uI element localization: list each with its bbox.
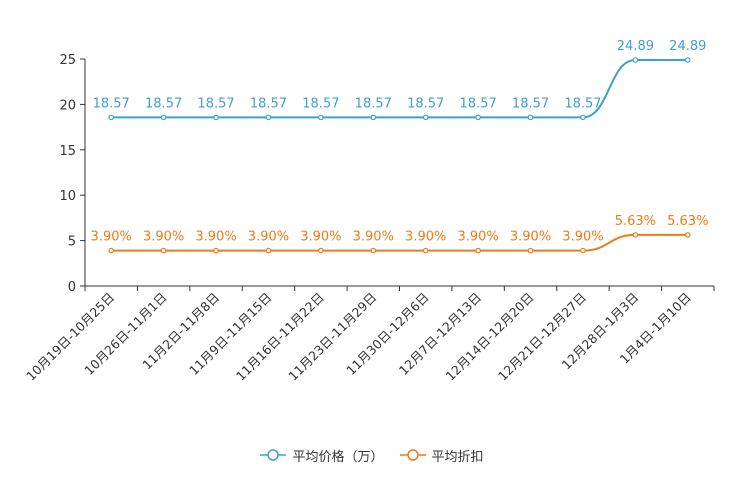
data-label: 18.57 — [407, 96, 444, 111]
y-tick-label: 10 — [59, 189, 76, 204]
data-point — [160, 247, 167, 254]
plot-area: 18.57 18.57 18.57 18.57 18.57 18.57 18.57 18.57… — [91, 39, 708, 254]
data-point — [213, 114, 219, 121]
data-label: 3.90% — [405, 230, 446, 245]
y-tick-label: 15 — [59, 144, 76, 159]
data-label: 18.57 — [145, 96, 182, 111]
x-tick-label: 12月14日-12月20日 — [443, 290, 537, 384]
data-label: 3.90% — [143, 230, 184, 245]
data-point — [632, 57, 639, 63]
legend: 平均价格（万） 平均折扣 — [0, 444, 744, 466]
x-tick-label: 11月16日-11月22日 — [233, 290, 327, 384]
data-label: 3.90% — [91, 230, 132, 245]
data-label: 3.90% — [562, 230, 603, 245]
data-point — [475, 114, 481, 121]
data-point — [580, 247, 586, 254]
series-line-1 — [111, 233, 688, 252]
data-point — [318, 114, 324, 121]
data-label: 18.57 — [197, 96, 234, 111]
data-label: 5.63% — [667, 214, 708, 229]
data-point — [265, 247, 272, 254]
line-chart: 051015202510月19日-10月25日10月26日-11月1日11月2日… — [23, 39, 715, 384]
data-point — [370, 247, 377, 254]
data-point — [265, 114, 272, 121]
data-point — [527, 247, 534, 254]
data-label: 3.90% — [510, 230, 551, 245]
data-point — [422, 247, 429, 254]
data-point — [318, 247, 324, 254]
x-tick-label: 10月19日-10月25日 — [23, 290, 117, 384]
data-label: 18.57 — [564, 96, 601, 111]
data-point — [370, 114, 377, 121]
legend-item-0[interactable]: 平均价格（万） — [260, 446, 384, 465]
data-point — [475, 247, 481, 254]
data-point — [160, 114, 167, 121]
data-point — [213, 247, 219, 254]
data-point — [108, 247, 115, 254]
y-tick-label: 0 — [68, 280, 76, 295]
data-label: 18.57 — [93, 96, 130, 111]
data-label: 18.57 — [302, 96, 339, 111]
data-label: 3.90% — [195, 230, 236, 245]
data-point — [684, 232, 691, 238]
legend-item-1[interactable]: 平均折扣 — [399, 446, 484, 465]
data-label: 18.57 — [460, 96, 497, 111]
data-label: 3.90% — [248, 230, 289, 245]
data-point — [108, 114, 115, 121]
data-label: 18.57 — [250, 96, 287, 111]
y-tick-label: 5 — [68, 235, 76, 250]
legend-swatch — [260, 449, 287, 461]
data-label: 5.63% — [615, 214, 656, 229]
legend-label: 平均价格（万） — [292, 449, 384, 465]
data-label: 3.90% — [457, 230, 498, 245]
x-tick-label: 12月21日-12月27日 — [495, 290, 589, 384]
x-tick-label: 11月23日-11月29日 — [285, 290, 379, 384]
y-tick-label: 25 — [59, 53, 76, 68]
legend-label: 平均折扣 — [431, 449, 484, 465]
data-label: 3.90% — [353, 230, 394, 245]
data-label: 24.89 — [669, 39, 706, 54]
data-point — [422, 114, 429, 121]
data-point — [580, 114, 586, 121]
legend-swatch — [399, 449, 426, 461]
data-point — [527, 114, 534, 121]
data-label: 18.57 — [512, 96, 549, 111]
y-tick-label: 20 — [59, 98, 76, 113]
data-label: 18.57 — [355, 96, 392, 111]
data-point — [632, 232, 639, 238]
data-label: 3.90% — [300, 230, 341, 245]
data-label: 24.89 — [617, 39, 654, 54]
data-point — [684, 57, 691, 63]
